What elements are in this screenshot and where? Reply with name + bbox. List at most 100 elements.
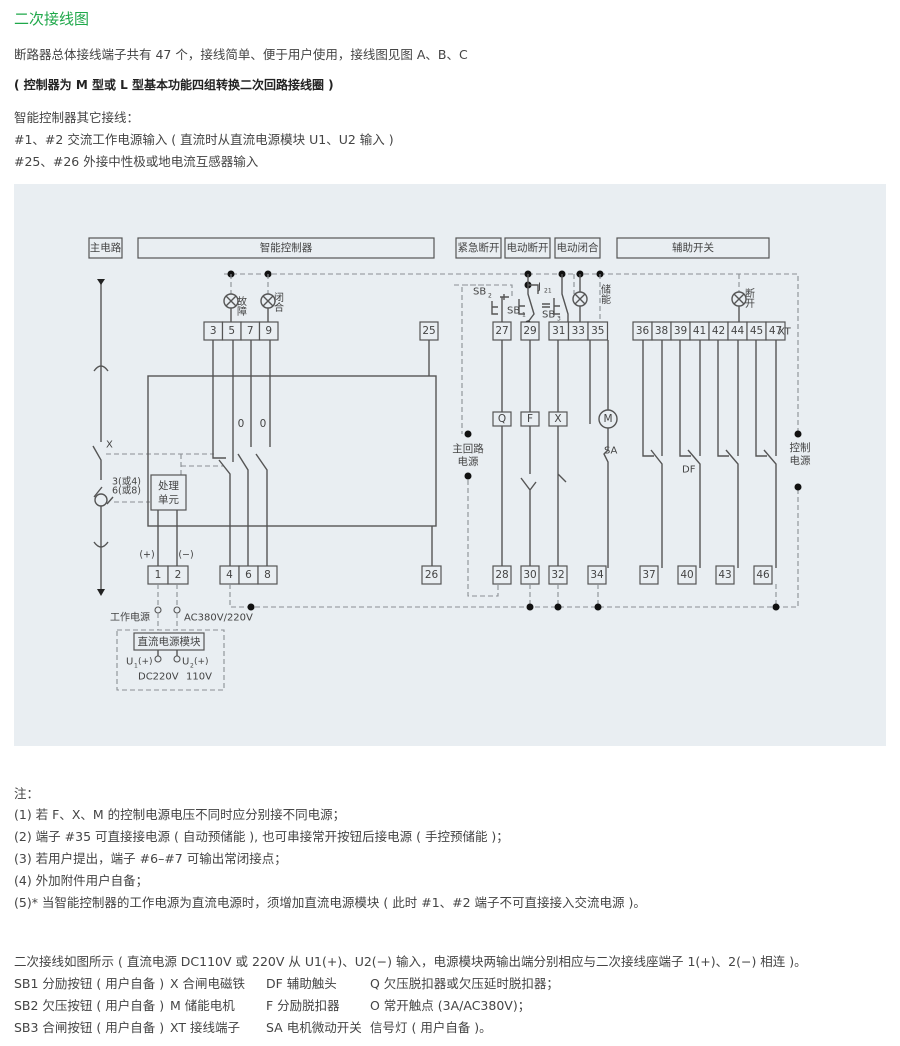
terminal-26: 26	[421, 565, 442, 585]
terminal-25	[419, 321, 439, 341]
terminal-label: 4	[226, 569, 233, 581]
terminal-label: 30	[523, 569, 536, 581]
terminal-label: 7	[247, 325, 254, 337]
terminal-9	[258, 321, 279, 341]
terminal-label: 47	[769, 325, 782, 337]
terminal-label: 2	[175, 569, 182, 581]
sb3-label: SB	[542, 310, 555, 321]
svg-text:处理: 处理	[158, 480, 179, 492]
terminal-label: 43	[718, 569, 731, 581]
work-power-label: 工作电源	[110, 611, 150, 624]
terminal-label: 37	[642, 569, 655, 581]
legend-cell: Q 欠压脱扣器或欠压延时脱扣器；	[370, 976, 559, 991]
svg-text:主电路: 主电路	[90, 241, 122, 254]
other-wiring-line-1: #1、#2 交流工作电源输入 ( 直流时从直流电源模块 U1、U2 输入 )	[14, 132, 394, 147]
terminal-label: 33	[572, 325, 585, 337]
svg-text:电源: 电源	[458, 455, 479, 468]
lamp-charged-label: 储能	[599, 283, 611, 305]
v110-label: 110V	[186, 672, 212, 683]
svg-text:1: 1	[134, 663, 138, 670]
terminal-label: 29	[523, 325, 536, 337]
dc220-label: DC220V	[138, 672, 179, 683]
terminal-block-27-29: 27 29	[492, 321, 540, 341]
svg-text:(+): (+)	[194, 657, 209, 667]
svg-text:21: 21	[544, 288, 552, 295]
note-item: (4) 外加附件用户自备；	[14, 873, 149, 888]
terminal-label: 34	[590, 569, 604, 581]
svg-text:X: X	[554, 413, 561, 425]
ct-label-2: 6(或8)	[112, 485, 141, 497]
terminal-28	[492, 565, 512, 585]
terminal-46	[753, 565, 773, 585]
component-m-motor-icon: M	[598, 409, 618, 429]
terminal-label: 9	[265, 325, 272, 337]
bus-node	[247, 603, 255, 611]
svg-text:2: 2	[190, 663, 194, 670]
terminal-label: 31	[552, 325, 565, 337]
svg-text:智能控制器: 智能控制器	[260, 241, 313, 254]
terminal-35	[587, 321, 609, 341]
svg-text:电动闭合: 电动闭合	[557, 241, 599, 254]
legend-cell: F 分励脱扣器	[266, 998, 340, 1013]
minus-label: (−)	[178, 550, 193, 561]
lamp-fault-icon	[223, 293, 239, 322]
x-label: X	[106, 440, 113, 451]
subtitle-text: ( 控制器为 M 型或 L 型基本功能四组转换二次回路接线圈 )	[14, 78, 334, 92]
terminal-label: 44	[731, 325, 745, 337]
terminal-40	[677, 565, 697, 585]
plus-label: (+)	[139, 550, 154, 561]
ct-label-1: 3(或4)	[112, 476, 141, 488]
lamp-fault-label: 故障	[235, 295, 247, 317]
terminal-label: 46	[756, 569, 770, 581]
legend-cell: XT 接线端子	[170, 1020, 240, 1035]
legend-cell: SA 电机微动开关	[266, 1020, 362, 1035]
terminal-label: 28	[495, 569, 508, 581]
processing-unit: 处理 单元	[150, 474, 187, 511]
terminal-8	[257, 565, 278, 585]
wiring-diagram: .s { stroke: #555; stroke-width: 1.4; fi…	[14, 184, 886, 746]
contact-zero-label: 0	[260, 418, 267, 430]
control-power-label: 控制	[790, 441, 811, 454]
other-wiring-heading: 智能控制器其它接线：	[14, 110, 140, 125]
svg-text:M: M	[603, 413, 612, 425]
legend-intro: 二次接线如图所示 ( 直流电源 DC110V 或 220V 从 U1(+)、U2…	[14, 954, 807, 969]
header-main-circuit: 主电路	[88, 237, 123, 259]
terminal-label: 39	[674, 325, 687, 337]
svg-text:1: 1	[522, 312, 526, 319]
terminal-label: 38	[655, 325, 668, 337]
terminal-label: 5	[228, 325, 235, 337]
note-item: (2) 端子 #35 可直接接电源 ( 自动预储能 ), 也可串接常开按钮后接电…	[14, 829, 509, 844]
lamp-open-icon	[731, 291, 747, 324]
terminal-label: 27	[495, 325, 508, 337]
u1-label: U	[126, 657, 133, 668]
svg-text:F: F	[527, 413, 533, 425]
note-item: (1) 若 F、X、M 的控制电源电压不同时应分别接不同电源；	[14, 807, 346, 822]
terminal-label: 3	[210, 325, 217, 337]
terminal-34	[587, 565, 607, 585]
df-label: DF	[682, 465, 696, 476]
other-wiring-line-2: #25、#26 外接中性极或地电流互感器输入	[14, 154, 259, 169]
legend-cell: SB1 分励按钮 ( 用户自备 )	[14, 976, 165, 991]
component-q: Q	[492, 411, 512, 427]
svg-text:(+): (+)	[138, 657, 153, 667]
terminal-label: 26	[425, 569, 439, 581]
header-electric-close: 电动闭合	[554, 237, 601, 259]
terminal-label: 45	[750, 325, 763, 337]
terminal-2	[167, 565, 189, 585]
u2-label: U	[182, 657, 189, 668]
page-title: 二次接线图	[14, 10, 90, 28]
component-f: F	[520, 411, 540, 427]
terminal-label: 8	[264, 569, 271, 581]
legend-cell: DF 辅助触头	[266, 976, 337, 991]
dc-module-frame	[116, 629, 225, 691]
header-controller: 智能控制器	[137, 237, 435, 259]
ac-voltage-label: AC380V/220V	[184, 613, 253, 624]
terminal-37	[639, 565, 659, 585]
terminal-label: 25	[422, 325, 435, 337]
main-circuit-line: X 3(或4) 6(或8)	[92, 279, 141, 596]
